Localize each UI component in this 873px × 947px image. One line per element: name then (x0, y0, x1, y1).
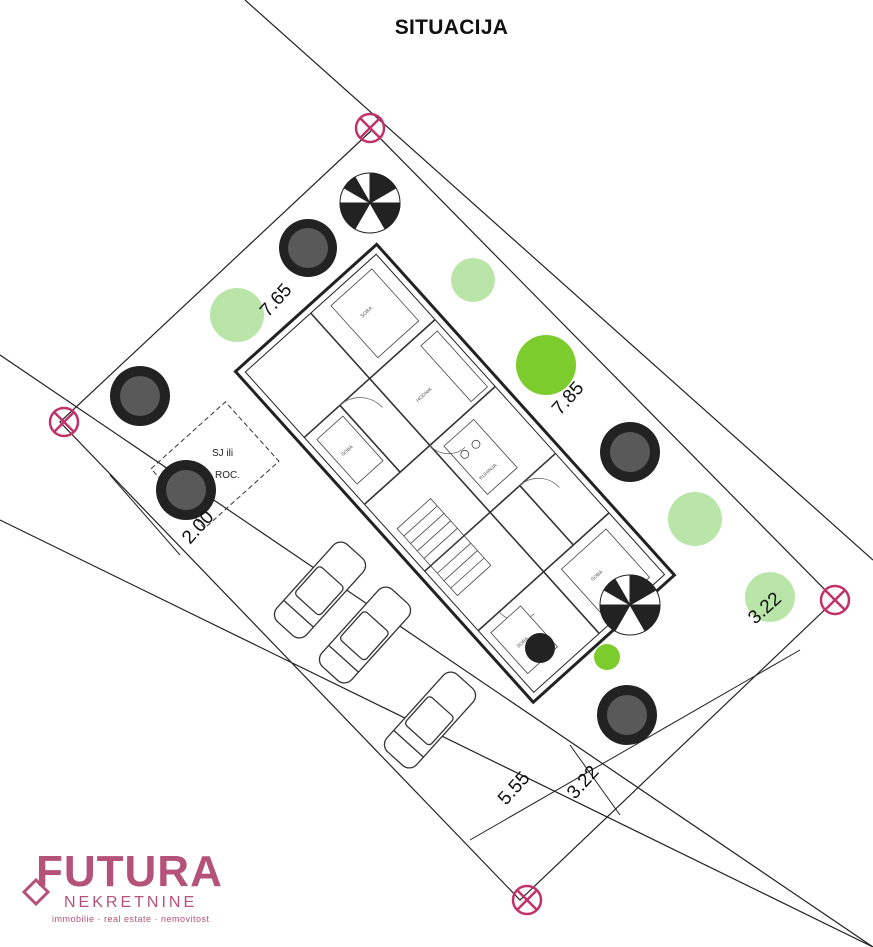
survey-markers (48, 112, 851, 916)
svg-text:KUHINJA: KUHINJA (478, 462, 498, 481)
dim-bottom-left: 5.55 (494, 768, 534, 810)
dim-bottom-right: 3.22 (563, 762, 603, 804)
umbrellas (339, 172, 661, 636)
trees (110, 219, 795, 745)
cars (273, 541, 477, 769)
parking-label-b: ROC. (215, 470, 240, 481)
dimension-lines (109, 474, 801, 841)
logo-mark-icon (22, 878, 50, 906)
parking-label-a: SJ ili (212, 448, 233, 459)
logo-main-text: FUTURA (36, 847, 223, 896)
page-title: SITUACIJA (394, 16, 509, 39)
logo-tagline: immobilie · real estate · nemovitost (52, 914, 210, 924)
svg-text:HODNIK: HODNIK (415, 386, 434, 404)
building-plan: SOBA SOBA HODNIK KUHINJA SOBA SOBA (233, 242, 677, 705)
logo-sub-text: NEKRETNINE (64, 894, 198, 911)
company-logo: FUTURA NEKRETNINE immobilie · real estat… (22, 848, 252, 928)
